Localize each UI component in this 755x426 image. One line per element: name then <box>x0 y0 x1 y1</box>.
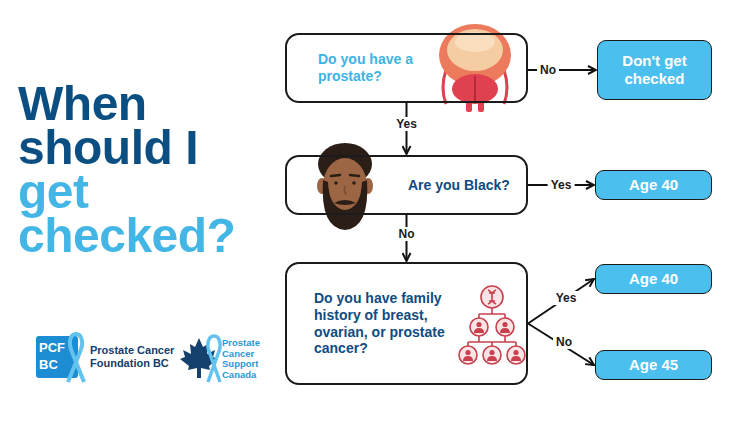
edge-label: No <box>553 335 575 349</box>
organization-name: Prostate Cancer Foundation BC <box>90 344 185 370</box>
edge-label: No <box>537 63 559 77</box>
question-box: Are you Black? <box>285 155 528 215</box>
family-tree-icon <box>468 286 516 346</box>
result-pill: Age 40 <box>595 170 712 200</box>
result-box: Don't get checked <box>597 40 712 100</box>
edge-label: Yes <box>548 178 575 192</box>
page-title: When should I get checked? <box>18 82 258 258</box>
connector-arrow <box>528 279 594 324</box>
connector-arrow <box>528 324 594 366</box>
question-text: Are you Black? <box>408 177 522 194</box>
question-text: Do you have family history of breast, ov… <box>314 290 452 357</box>
result-text: Age 40 <box>629 176 678 194</box>
result-pill: Age 40 <box>595 264 712 294</box>
edge-label: No <box>396 227 418 241</box>
pcsc-logo <box>180 336 220 382</box>
edge-label: Yes <box>393 117 420 131</box>
logo-text: PCF <box>39 340 79 355</box>
question-box: Do you have family history of breast, ov… <box>285 262 528 385</box>
result-pill: Age 45 <box>595 350 712 380</box>
edge-label: Yes <box>553 291 580 305</box>
result-text: Don't get checked <box>613 52 697 88</box>
logo-text: BC <box>39 357 79 372</box>
prostate-illustration <box>439 24 511 112</box>
pcfbc-logo <box>36 334 84 382</box>
question-text: Do you have a prostate? <box>318 51 438 85</box>
question-box: Do you have a prostate? <box>285 33 528 103</box>
result-text: Age 45 <box>629 356 678 374</box>
organization-name: Prostate Cancer Support Canada <box>222 338 272 380</box>
result-text: Age 40 <box>629 270 678 288</box>
